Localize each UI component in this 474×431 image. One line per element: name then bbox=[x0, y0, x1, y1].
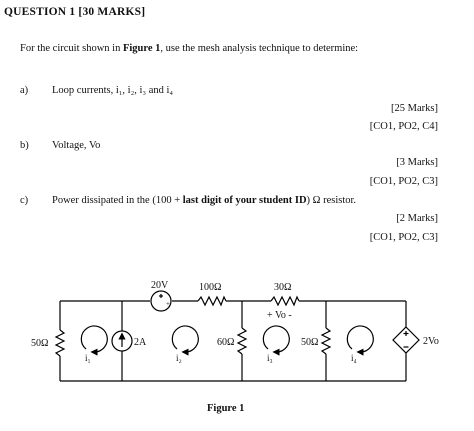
figure-reference: Figure 1 bbox=[122, 43, 161, 54]
loop-i4-arrow-icon bbox=[346, 325, 374, 356]
resistor-30-zigzag bbox=[270, 295, 300, 307]
part-a-label: a) bbox=[20, 85, 29, 96]
resistor-60-zigzag bbox=[236, 327, 248, 355]
question-intro: For the circuit shown in Figure 1, use t… bbox=[20, 43, 358, 54]
resistor-100-zigzag bbox=[197, 295, 227, 307]
part-b-label: b) bbox=[20, 140, 29, 151]
label-voltage-plus: + bbox=[166, 300, 170, 308]
part-c-label: c) bbox=[20, 195, 29, 206]
question-heading: QUESTION 1 [30 MARKS] bbox=[4, 6, 146, 18]
label-loop-i1: i₁ bbox=[85, 353, 91, 363]
label-r-top2: 30Ω bbox=[274, 282, 291, 293]
intro-text-before: For the circuit shown in bbox=[20, 43, 123, 54]
part-c-text-after: ) Ω resistor. bbox=[306, 195, 357, 206]
dependent-voltage-source bbox=[392, 326, 420, 354]
part-b-marks: [3 Marks] bbox=[396, 157, 438, 168]
label-r-left: 50Ω bbox=[31, 338, 48, 349]
label-loop-i2: i₂ bbox=[176, 353, 182, 363]
figure-caption: Figure 1 bbox=[207, 403, 244, 414]
loop-i1-arrow-icon bbox=[80, 325, 108, 356]
loop-i3-arrow-icon bbox=[262, 325, 290, 356]
label-dep-source: 2Vo bbox=[423, 336, 439, 347]
part-b-outcomes: [CO1, PO2, C3] bbox=[369, 176, 438, 187]
part-a-marks: [25 Marks] bbox=[391, 103, 438, 114]
resistor-50-left-zigzag bbox=[54, 329, 66, 357]
voltage-source-20v bbox=[150, 290, 172, 312]
label-r-mid: 60Ω bbox=[217, 337, 234, 348]
label-source-current: 2A bbox=[134, 337, 147, 348]
part-a-outcomes: [CO1, PO2, C4] bbox=[369, 121, 438, 132]
part-c-text-bold: last digit of your student ID bbox=[182, 195, 307, 206]
label-loop-i4: i₄ bbox=[351, 353, 357, 363]
part-c-text: Power dissipated in the (100 + last digi… bbox=[52, 195, 356, 206]
part-b-text: Voltage, Vo bbox=[52, 140, 101, 151]
intro-text-after: , use the mesh analysis technique to det… bbox=[160, 43, 359, 54]
part-c-outcomes: [CO1, PO2, C3] bbox=[369, 232, 438, 243]
label-vo: + Vo - bbox=[267, 310, 292, 321]
part-a-text: Loop currents, i₁, i₂, i₃ and i₄ bbox=[52, 85, 174, 96]
label-loop-i3: i₃ bbox=[267, 353, 273, 363]
label-r-top1: 100Ω bbox=[199, 282, 221, 293]
current-source-2a bbox=[111, 330, 133, 352]
resistor-50-right-zigzag bbox=[320, 327, 332, 355]
label-r-right: 50Ω bbox=[301, 337, 318, 348]
part-c-marks: [2 Marks] bbox=[396, 213, 438, 224]
part-c-text-before: Power dissipated in the (100 + bbox=[52, 195, 183, 206]
label-source-voltage: 20V bbox=[151, 280, 169, 291]
loop-i2-arrow-icon bbox=[171, 325, 199, 356]
